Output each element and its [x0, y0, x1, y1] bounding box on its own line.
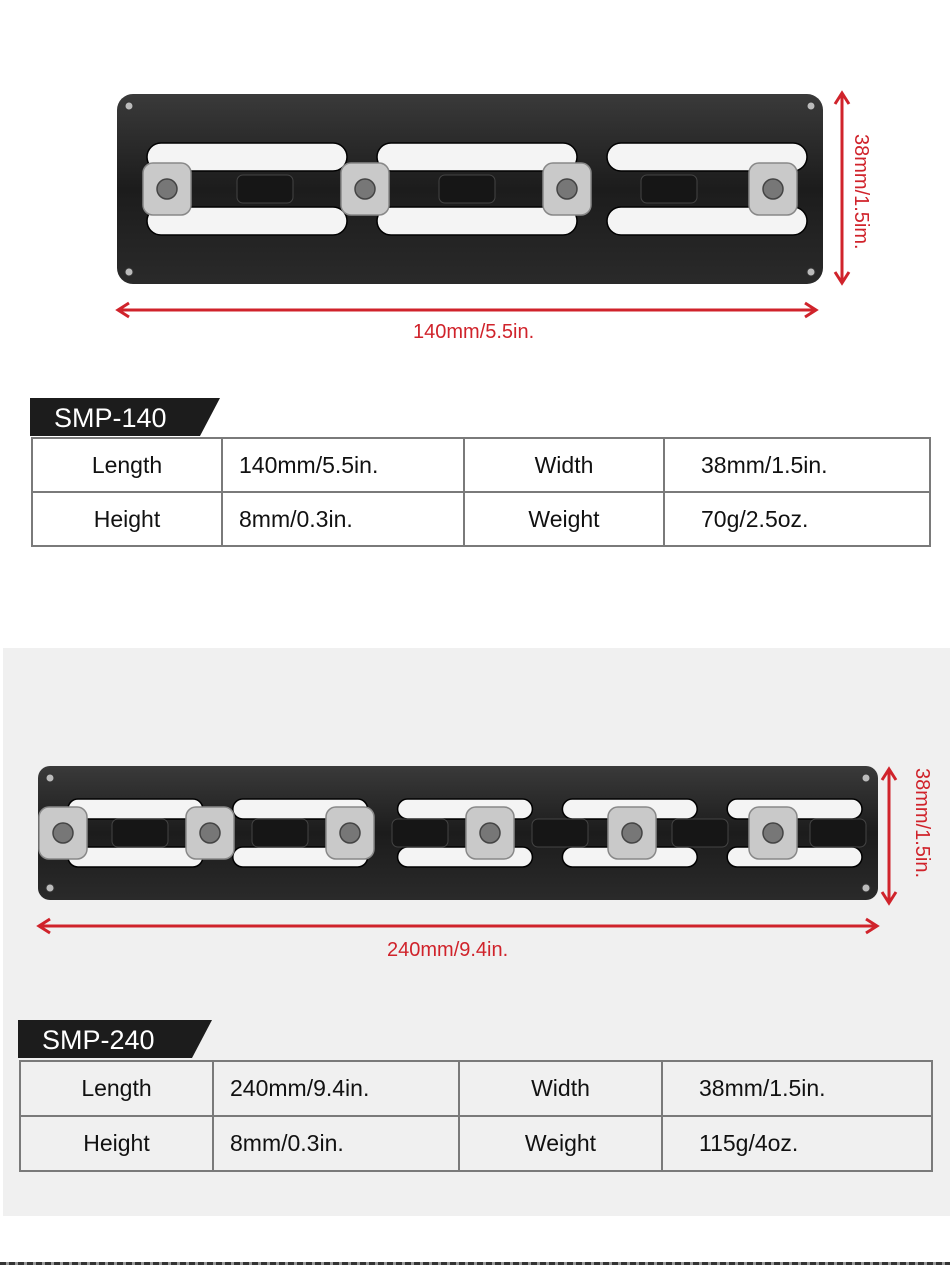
rubber-pad	[438, 174, 496, 204]
width-label: Width	[458, 1060, 663, 1117]
slot	[146, 206, 348, 236]
plate-image-smp-140	[117, 94, 823, 284]
width-dimension-label: 38mm/1.5in.	[911, 768, 933, 879]
screw-icon	[354, 178, 376, 200]
screw-icon	[156, 178, 178, 200]
height-label: Height	[31, 491, 223, 547]
screw-icon	[556, 178, 578, 200]
height-value: 8mm/0.3in.	[221, 491, 465, 547]
corner-screw-icon	[861, 883, 871, 893]
screw-icon	[339, 822, 361, 844]
screw-icon	[52, 822, 74, 844]
corner-screw-icon	[861, 773, 871, 783]
length-dimension-label: 140mm/5.5in.	[413, 321, 535, 343]
rubber-pad	[640, 174, 698, 204]
rubber-pad	[251, 818, 309, 848]
spec-table: Length 240mm/9.4in. Width 38mm/1.5in. He…	[19, 1060, 933, 1172]
corner-screw-icon	[806, 267, 816, 277]
screw-icon	[762, 178, 784, 200]
corner-screw-icon	[45, 883, 55, 893]
rubber-pad	[531, 818, 589, 848]
weight-value: 70g/2.5oz.	[663, 491, 931, 547]
height-label: Height	[19, 1115, 214, 1172]
screw-icon	[479, 822, 501, 844]
rubber-pad	[391, 818, 449, 848]
bottom-divider	[0, 1262, 950, 1265]
length-value: 140mm/5.5in.	[221, 437, 465, 493]
height-value: 8mm/0.3in.	[212, 1115, 460, 1172]
width-arrow	[833, 90, 851, 286]
length-arrow	[36, 917, 880, 935]
weight-label: Weight	[458, 1115, 663, 1172]
model-tag: SMP-240	[18, 1020, 212, 1058]
corner-screw-icon	[806, 101, 816, 111]
corner-screw-icon	[124, 101, 134, 111]
length-arrow	[115, 301, 819, 319]
slot	[67, 846, 204, 868]
screw-icon	[621, 822, 643, 844]
rubber-pad	[111, 818, 169, 848]
spec-table: Length 140mm/5.5in. Width 38mm/1.5in. He…	[31, 437, 931, 547]
slot	[376, 142, 578, 172]
length-value: 240mm/9.4in.	[212, 1060, 460, 1117]
slot	[146, 142, 348, 172]
slot	[376, 206, 578, 236]
model-tag: SMP-140	[30, 398, 220, 436]
weight-label: Weight	[463, 491, 665, 547]
screw-icon	[762, 822, 784, 844]
rubber-pad	[236, 174, 294, 204]
width-value: 38mm/1.5in.	[661, 1060, 933, 1117]
product-section-smp-240: 240mm/9.4in. 38mm/1.5in. SMP-240 Length …	[3, 648, 950, 1216]
width-value: 38mm/1.5in.	[663, 437, 931, 493]
length-dimension-label: 240mm/9.4in.	[387, 939, 509, 961]
product-section-smp-140: 140mm/5.5in. 38mm/1.5im. SMP-140 Length …	[30, 90, 931, 547]
slot	[67, 798, 204, 820]
rubber-pad	[671, 818, 729, 848]
weight-value: 115g/4oz.	[661, 1115, 933, 1172]
corner-screw-icon	[45, 773, 55, 783]
plate-image-smp-240	[38, 766, 878, 900]
width-label: Width	[463, 437, 665, 493]
rubber-pad	[809, 818, 867, 848]
screw-icon	[199, 822, 221, 844]
length-label: Length	[31, 437, 223, 493]
width-dimension-label: 38mm/1.5im.	[850, 134, 872, 250]
width-arrow	[880, 766, 898, 906]
length-label: Length	[19, 1060, 214, 1117]
corner-screw-icon	[124, 267, 134, 277]
